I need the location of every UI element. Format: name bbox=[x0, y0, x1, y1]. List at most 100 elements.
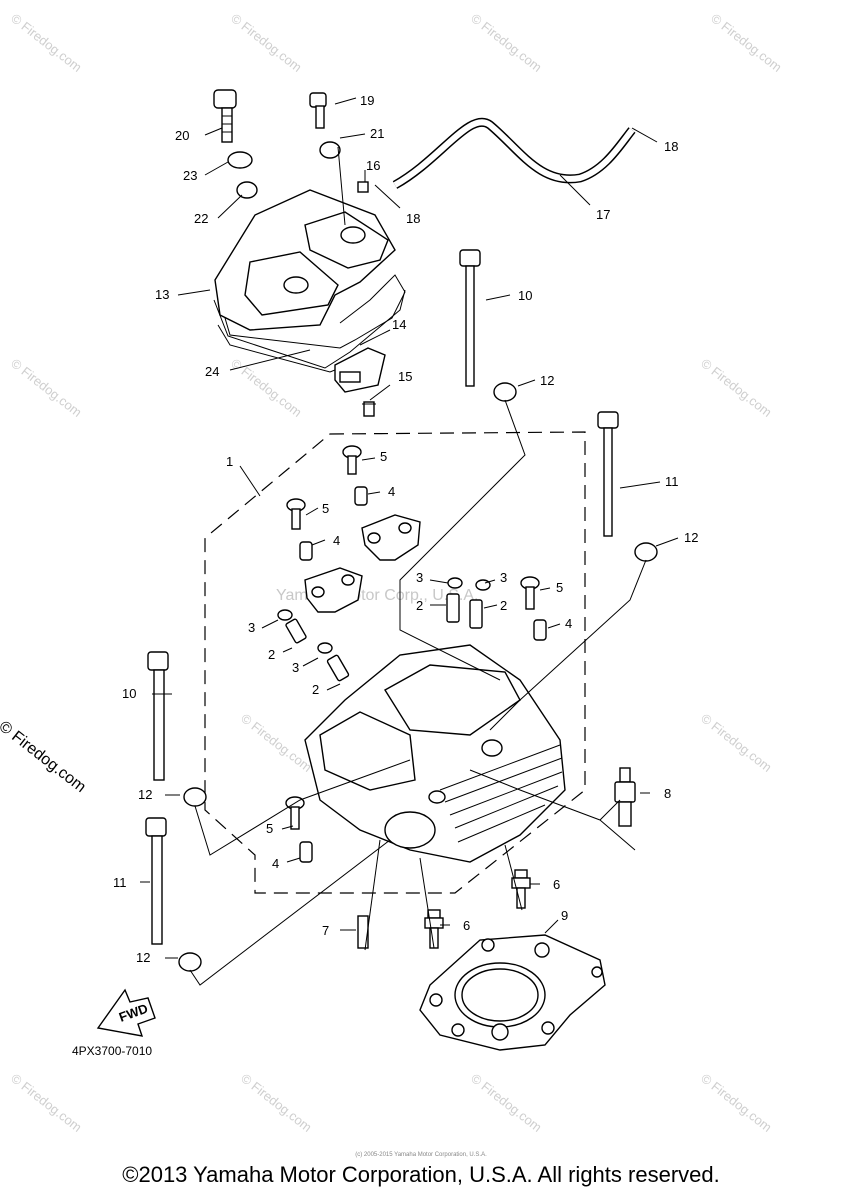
small-copyright: (c) 2005-2015 Yamaha Motor Corporation, … bbox=[355, 1152, 487, 1158]
callout-18: 18 bbox=[664, 139, 678, 154]
cap-bolt-5-d bbox=[285, 796, 305, 830]
watermark: © Firedog.com bbox=[708, 11, 785, 75]
callout-23: 23 bbox=[183, 168, 197, 183]
cap-bolt-5-c bbox=[520, 576, 540, 610]
callout-6: 6 bbox=[553, 877, 560, 892]
valve-guide-2-c bbox=[446, 593, 460, 623]
cap-bolt-5-b bbox=[286, 498, 306, 530]
grommet-23 bbox=[227, 151, 253, 169]
callout-2: 2 bbox=[416, 598, 423, 613]
callout-12: 12 bbox=[138, 787, 152, 802]
callout-20: 20 bbox=[175, 128, 189, 143]
valve-guide-2-b bbox=[326, 654, 350, 682]
stud-6-a bbox=[511, 869, 531, 909]
valve-guide-2-a bbox=[285, 618, 307, 644]
callout-10: 10 bbox=[518, 288, 532, 303]
clip-3-a bbox=[277, 609, 293, 621]
callout-16: 16 bbox=[366, 158, 380, 173]
callout-22: 22 bbox=[194, 211, 208, 226]
callout-11: 11 bbox=[665, 474, 679, 489]
clip-3-b bbox=[317, 642, 333, 654]
watermark: © Firedog.com bbox=[8, 11, 85, 75]
callout-15: 15 bbox=[398, 369, 412, 384]
callout-4: 4 bbox=[272, 856, 279, 871]
watermark: © Firedog.com bbox=[468, 1071, 545, 1135]
washer-12-c bbox=[183, 787, 207, 807]
callout-18: 18 bbox=[406, 211, 420, 226]
callouts: 1 2 2 2 2 3 3 3 3 4 4 4 4 5 5 5 5 6 6 7 … bbox=[113, 93, 698, 965]
dowel-4-d bbox=[299, 841, 313, 863]
cap-bolt-5-a bbox=[342, 445, 362, 475]
callout-12: 12 bbox=[684, 530, 698, 545]
watermark: © Firedog.com bbox=[468, 11, 545, 75]
stud-7 bbox=[357, 915, 369, 949]
watermark: © Firedog.com bbox=[228, 11, 305, 75]
callout-3: 3 bbox=[248, 620, 255, 635]
forward-arrow: FWD bbox=[96, 988, 156, 1037]
stud-6-b bbox=[424, 909, 444, 949]
callout-3: 3 bbox=[416, 570, 423, 585]
camshaft-cap-lower bbox=[304, 567, 363, 613]
callout-14: 14 bbox=[392, 317, 406, 332]
cover-bolt-19 bbox=[309, 92, 327, 129]
breather-hose bbox=[392, 118, 636, 189]
callout-17: 17 bbox=[596, 207, 610, 222]
bracket-bolt bbox=[362, 401, 376, 417]
callout-5: 5 bbox=[556, 580, 563, 595]
breather-hose-inner bbox=[393, 119, 635, 188]
callout-2: 2 bbox=[500, 598, 507, 613]
copyright-notice: ©2013 Yamaha Motor Corporation, U.S.A. A… bbox=[122, 1162, 720, 1187]
callout-7: 7 bbox=[322, 923, 329, 938]
grommet-22 bbox=[236, 181, 258, 199]
watermark: © Firedog.com bbox=[228, 356, 305, 420]
leader-lines bbox=[140, 97, 679, 986]
watermark: © Firedog.com bbox=[698, 1071, 775, 1135]
washer-12-a bbox=[493, 382, 517, 402]
callout-4: 4 bbox=[388, 484, 395, 499]
callout-19: 19 bbox=[360, 93, 374, 108]
callout-10: 10 bbox=[122, 686, 136, 701]
callout-5: 5 bbox=[266, 821, 273, 836]
callout-1: 1 bbox=[226, 454, 233, 469]
callout-4: 4 bbox=[565, 616, 572, 631]
bracket bbox=[334, 347, 386, 393]
watermark: © Firedog.com bbox=[238, 1071, 315, 1135]
cylinder-head bbox=[304, 644, 566, 863]
dowel-4-b bbox=[299, 541, 313, 561]
stud-bolt-11-right bbox=[597, 411, 619, 537]
callout-12: 12 bbox=[136, 950, 150, 965]
washer-12-b bbox=[634, 542, 658, 562]
diagram-code: 4PX3700-7010 bbox=[72, 1044, 153, 1058]
clip-16 bbox=[357, 181, 369, 193]
callout-11: 11 bbox=[113, 875, 127, 890]
callout-8: 8 bbox=[664, 786, 671, 801]
watermark: © Firedog.com bbox=[8, 356, 85, 420]
cylinder-head-assembly-boundary bbox=[204, 431, 586, 894]
camshaft-cap-upper bbox=[361, 514, 421, 561]
callout-21: 21 bbox=[370, 126, 384, 141]
callout-4: 4 bbox=[333, 533, 340, 548]
cover-bolt-20 bbox=[213, 89, 237, 143]
dowel-4-a bbox=[354, 486, 368, 506]
callout-3: 3 bbox=[292, 660, 299, 675]
callout-24: 24 bbox=[205, 364, 219, 379]
stud-bolt-10-upper bbox=[459, 249, 481, 387]
watermark: © Firedog.com bbox=[8, 1071, 85, 1135]
callout-2: 2 bbox=[268, 647, 275, 662]
callout-5: 5 bbox=[380, 449, 387, 464]
callout-6: 6 bbox=[463, 918, 470, 933]
washer-21 bbox=[319, 141, 341, 159]
head-gasket bbox=[419, 934, 606, 1051]
watermark: © Firedog.com bbox=[698, 356, 775, 420]
callout-3: 3 bbox=[500, 570, 507, 585]
callout-12: 12 bbox=[540, 373, 554, 388]
washer-12-d bbox=[178, 952, 202, 972]
stud-bolt-10-left bbox=[147, 651, 169, 781]
clip-3-c bbox=[447, 577, 463, 589]
watermark: © Firedog.com bbox=[238, 711, 315, 775]
stud-bolt-11-left bbox=[145, 817, 167, 945]
spark-plug bbox=[614, 767, 636, 827]
watermark: © Firedog.com bbox=[698, 711, 775, 775]
callout-2: 2 bbox=[312, 682, 319, 697]
